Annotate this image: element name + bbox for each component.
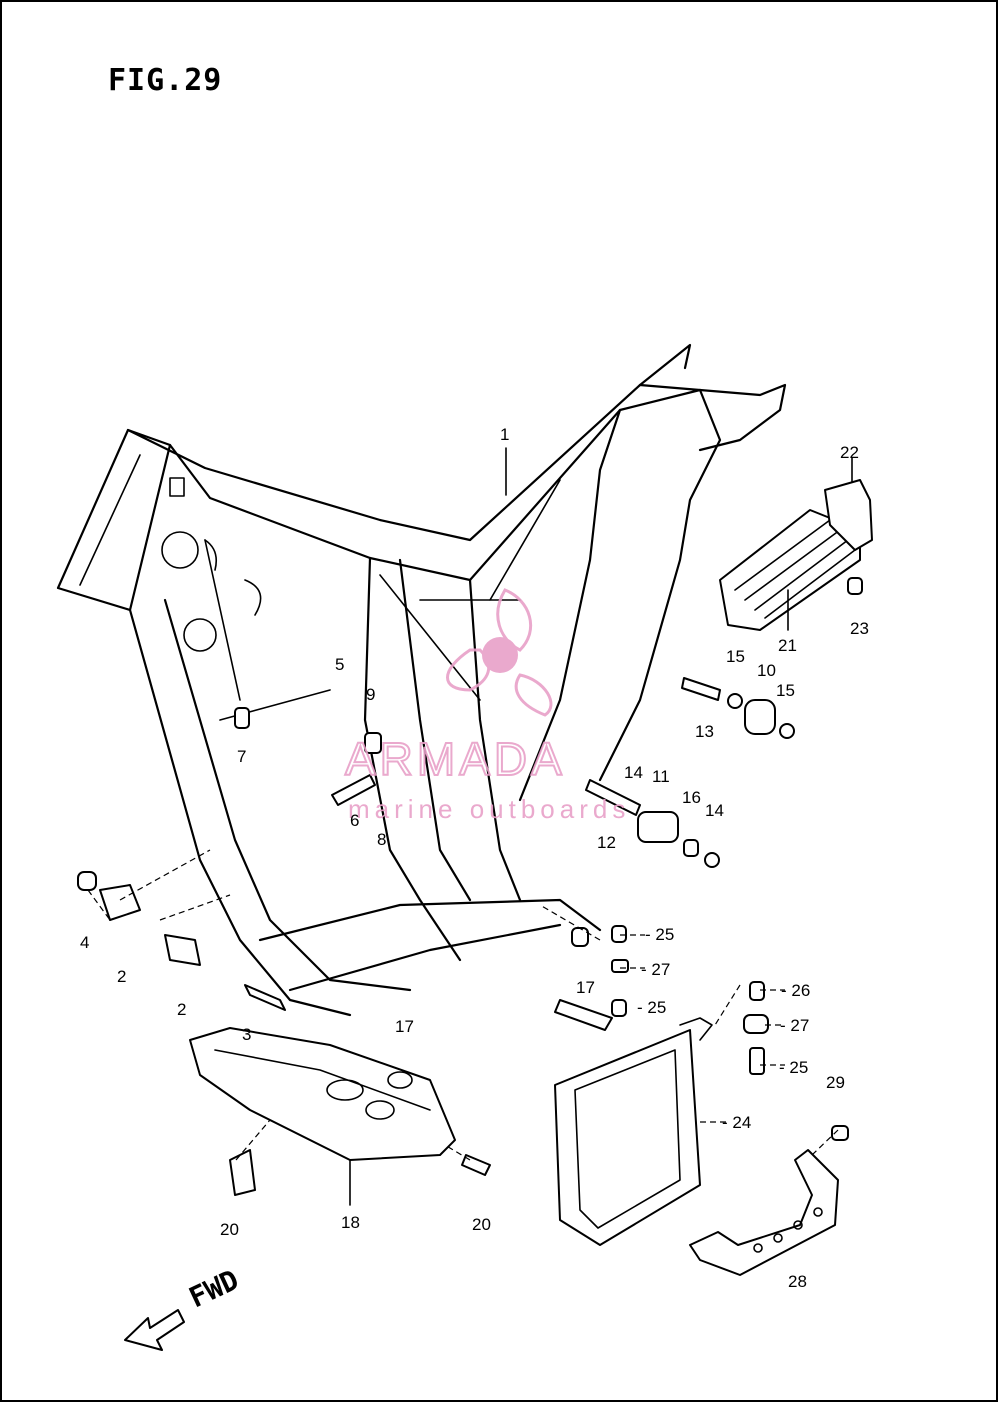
callout-11: 11	[652, 767, 670, 786]
callout-13: 13	[695, 722, 714, 741]
callout-20a: 20	[220, 1220, 239, 1239]
reservoir-tank-part	[554, 999, 713, 1246]
dashed-leaders	[87, 849, 839, 1161]
callout-14b: 14	[705, 801, 724, 820]
callout-2b: 2	[177, 1000, 186, 1019]
reservoir-bracket-part	[689, 1149, 839, 1276]
callout-3: 3	[242, 1025, 251, 1044]
callout-22: 22	[840, 443, 859, 462]
callout-15a: 15	[726, 647, 745, 666]
callout-27b: - 27	[780, 1016, 809, 1035]
callout-20b: 20	[472, 1215, 491, 1234]
small-hardware-parts	[77, 577, 863, 1196]
callout-10: 10	[757, 661, 776, 680]
callout-29: 29	[826, 1073, 845, 1092]
callout-23: 23	[850, 619, 869, 638]
callout-6: 6	[350, 811, 359, 830]
callout-16: 16	[682, 788, 701, 807]
main-frame-part	[56, 343, 787, 1017]
callout-21: 21	[778, 636, 797, 655]
callout-24: - 24	[722, 1113, 751, 1132]
callout-9: 9	[366, 685, 375, 704]
fwd-label: FWD	[184, 1263, 244, 1314]
callout-15b: 15	[776, 681, 795, 700]
callout-8: 8	[377, 830, 386, 849]
callout-25c: - 25	[779, 1058, 808, 1077]
callout-17b: 17	[395, 1017, 414, 1036]
callout-5: 5	[335, 655, 344, 674]
part-callouts: 1 2 2 3 4 5 6 7 8 9 10 11 12 13 14 14 15…	[80, 425, 869, 1291]
callout-18: 18	[341, 1213, 360, 1232]
forward-direction-indicator: FWD	[124, 1263, 244, 1351]
skid-plate-part	[189, 1027, 456, 1161]
watermark-tagline: marine outboards	[348, 794, 630, 824]
callout-12: 12	[597, 833, 616, 852]
callout-17a: 17	[576, 978, 595, 997]
callout-27a: - 27	[641, 960, 670, 979]
callout-25a: - 25	[645, 925, 674, 944]
callout-4: 4	[80, 933, 89, 952]
callout-25b: - 25	[637, 998, 666, 1017]
callout-2a: 2	[117, 967, 126, 986]
forward-arrow-icon	[124, 1309, 185, 1351]
callout-7: 7	[237, 747, 246, 766]
armada-watermark: ARMADA marine outboards	[344, 588, 630, 824]
callout-26: - 26	[781, 981, 810, 1000]
callout-28: 28	[788, 1272, 807, 1291]
callout-14a: 14	[624, 763, 643, 782]
figure-title: FIG.29	[108, 63, 222, 98]
watermark-brand: ARMADA	[345, 733, 566, 785]
side-cover-part	[719, 479, 873, 631]
callout-1: 1	[500, 425, 509, 444]
